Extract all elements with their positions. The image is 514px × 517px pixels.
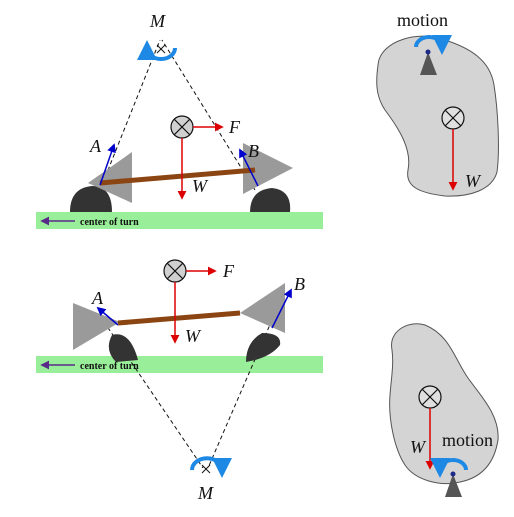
- moment-cross-2: [201, 464, 211, 474]
- label-a: A: [89, 136, 102, 156]
- dashed-line-right: [207, 319, 273, 469]
- force-a-arrow: [96, 306, 119, 326]
- label-w: W: [185, 326, 202, 346]
- motion-label: motion: [442, 430, 493, 450]
- label-f: F: [228, 117, 241, 137]
- wheel-right: [246, 333, 281, 362]
- pivot-left: [73, 303, 120, 350]
- dashed-line-right: [161, 39, 256, 191]
- label-b: B: [294, 274, 305, 294]
- center-of-turn-label: center of turn: [80, 217, 139, 228]
- weight-center-cross-2: [173, 118, 191, 136]
- pivot-right: [240, 283, 285, 333]
- beam: [99, 167, 256, 186]
- moment-arc-icon: [190, 456, 232, 478]
- force-b-arrow: [239, 148, 259, 187]
- dashed-line-left: [99, 39, 161, 191]
- weight-center-cross-2: [166, 262, 184, 280]
- pivot-dot: [425, 49, 431, 55]
- top-left-diagram: center of turn A B F W M: [36, 11, 323, 229]
- center-of-turn-label: center of turn: [80, 361, 139, 372]
- label-b: B: [248, 141, 259, 161]
- motion-arc-icon: [430, 457, 468, 478]
- label-m: M: [197, 483, 214, 503]
- top-right-diagram: motion W: [376, 10, 499, 197]
- wheel-left: [70, 186, 112, 212]
- wheel-right: [250, 188, 291, 212]
- label-m: M: [149, 11, 166, 31]
- body-blob: [376, 35, 499, 197]
- label-f: F: [222, 261, 235, 281]
- body-blob: [389, 323, 499, 485]
- weight-center-cross-2: [421, 388, 439, 406]
- motion-arc-icon: [414, 34, 452, 55]
- pivot-triangle-icon: [445, 474, 462, 497]
- pivot-left: [88, 152, 132, 203]
- pivot-triangle-icon: [420, 52, 437, 75]
- weight-center-cross-2: [444, 109, 462, 127]
- force-a-arrow: [99, 143, 116, 186]
- label-w: W: [410, 437, 427, 457]
- beam: [117, 310, 241, 326]
- motion-label: motion: [397, 10, 448, 30]
- label-w: W: [465, 171, 482, 191]
- pivot-dot: [450, 471, 456, 477]
- wheel-left: [108, 334, 138, 362]
- force-b-arrow: [271, 288, 292, 329]
- bottom-left-diagram: center of turn A B F W M: [36, 259, 323, 503]
- bottom-right-diagram: W motion: [389, 323, 499, 497]
- moment-arc-icon: [137, 40, 177, 61]
- moment-cross-2: [156, 44, 166, 54]
- ground-strip: [36, 212, 323, 229]
- label-a: A: [91, 288, 104, 308]
- label-w: W: [192, 176, 209, 196]
